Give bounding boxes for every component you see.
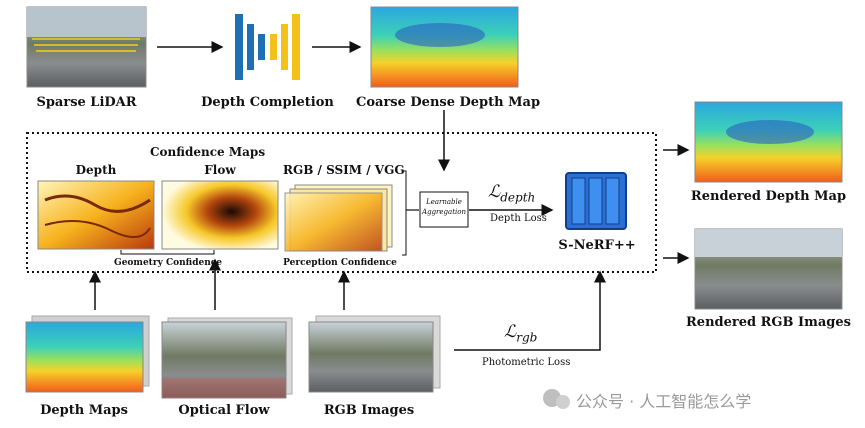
rendered-depth-image <box>694 101 843 183</box>
label-flow-conf: Flow <box>204 163 236 177</box>
snerf-network-icon <box>565 172 627 230</box>
depth-confidence-image <box>37 180 155 250</box>
rgb-loss-symbol: ℒrgb <box>504 322 537 344</box>
label-rendered-rgb-images: Rendered RGB Images <box>686 315 851 330</box>
confidence-dotted-box <box>26 132 657 273</box>
rendered-rgb-image <box>694 228 843 310</box>
label-perception-confidence: Perception Confidence <box>283 258 397 268</box>
rgb-images-stack <box>308 315 441 393</box>
label-depth-maps: Depth Maps <box>40 403 128 418</box>
confidence-bracket <box>402 170 407 256</box>
wechat-logo-icon <box>543 389 570 409</box>
aggregation-line1: Learnable <box>426 198 462 206</box>
label-sparse-lidar: Sparse LiDAR <box>36 95 137 110</box>
label-depth-loss: Depth Loss <box>490 213 547 224</box>
label-depth-conf: Depth <box>75 163 117 177</box>
depth-loss-script-l: ℒ <box>488 182 501 202</box>
coarse-depth-map-image <box>370 6 519 88</box>
flow-confidence-image <box>161 180 279 250</box>
watermark-text: 公众号 · 人工智能怎么学 <box>576 392 752 411</box>
label-geometry-confidence: Geometry Confidence <box>114 258 222 268</box>
label-rendered-depth-map: Rendered Depth Map <box>690 189 847 204</box>
geometry-bracket <box>120 250 215 255</box>
depth-completion-network-icon <box>235 14 300 80</box>
depth-maps-stack <box>25 315 150 393</box>
rgb-loss-subscript: rgb <box>516 330 538 345</box>
arrow-rgb-to-snerf <box>454 270 606 351</box>
depth-loss-subscript: depth <box>500 190 536 205</box>
depth-loss-symbol: ℒdepth <box>488 182 535 204</box>
label-rgb-images: RGB Images <box>323 403 415 418</box>
label-coarse-dense-depth-map: Coarse Dense Depth Map <box>356 95 541 110</box>
sparse-lidar-image <box>26 6 147 88</box>
label-snerf: S-NeRF++ <box>558 238 636 253</box>
label-optical-flow: Optical Flow <box>178 403 270 418</box>
confidence-maps-title: Confidence Maps <box>150 145 266 159</box>
rgb-loss-script-l: ℒ <box>504 322 517 342</box>
optical-flow-stack <box>161 317 293 399</box>
aggregation-line2: Aggregation <box>422 208 466 216</box>
aggregation-box <box>419 191 469 228</box>
perception-confidence-stack <box>284 184 393 252</box>
label-depth-completion: Depth Completion <box>201 95 334 110</box>
label-photometric-loss: Photometric Loss <box>482 357 571 368</box>
label-rgb-ssim-vgg: RGB / SSIM / VGG <box>283 163 405 177</box>
